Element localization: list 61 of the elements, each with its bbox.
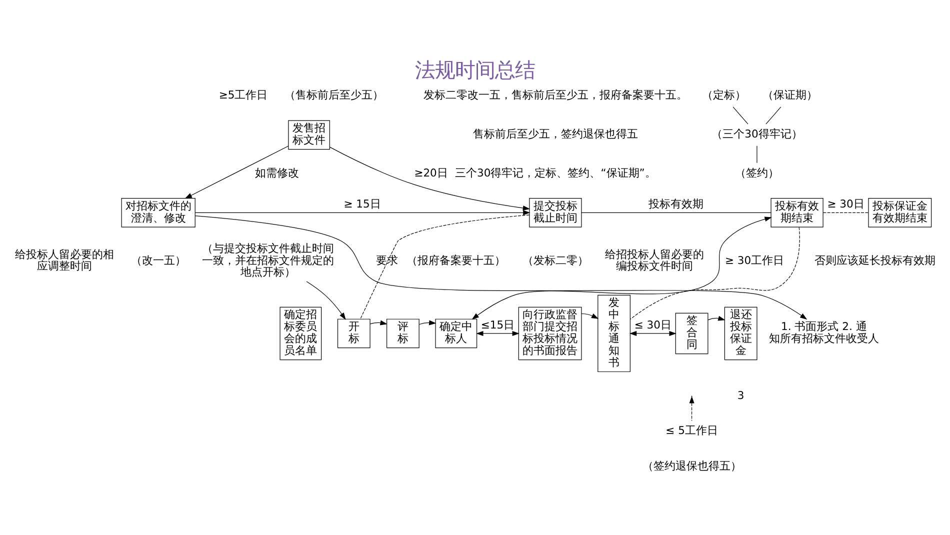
connector	[630, 226, 800, 320]
arrow	[184, 145, 289, 198]
node-text: （保证期）	[762, 88, 818, 102]
arrow	[472, 216, 772, 320]
arrow	[194, 215, 808, 320]
node-text: ≤ 5工作日	[666, 424, 718, 437]
node-box: 签合同	[675, 312, 708, 354]
label: （签约退保也得五）	[642, 458, 742, 472]
node-box: 退还投标保证金	[724, 306, 758, 360]
connector	[732, 106, 748, 124]
node-box: 投标有效期结束	[770, 198, 824, 227]
label: 给投标人留必要的相应调整时间	[14, 247, 114, 272]
node-box: 发售招标文件	[288, 120, 330, 150]
connector	[360, 214, 530, 319]
label: （发标二零）	[522, 253, 588, 266]
node-box: 确定招标委员会的成员名单	[280, 306, 322, 360]
node-text: （签约）	[734, 166, 779, 179]
label: 售标前后至少五，签约退保也得五	[472, 127, 638, 140]
arrow	[708, 315, 726, 320]
diagram-title: 法规时间总结	[415, 58, 535, 82]
edge-label: ≥ 30日	[827, 197, 864, 210]
node-text: （与提交投标文件截止时间一致，并在招标文件规定的地点开标）	[202, 241, 334, 278]
node-text: （定标）	[702, 88, 746, 102]
node-box: 投标保证金有效期结束	[868, 198, 932, 227]
arrow	[629, 330, 676, 336]
arrow	[476, 330, 520, 336]
edge-label: ≤ 30日	[634, 318, 672, 331]
label: 给招投标人留必要的编投标文件时间	[605, 247, 704, 272]
node-box: 提交投标截止时间	[529, 198, 582, 227]
edge-label: ≤15日	[480, 318, 515, 331]
node-box: 确定中标人	[435, 318, 478, 348]
label: 发标二零改一五，售标前后至少五，报府备案要十五。	[423, 88, 688, 102]
label: 三个30得牢记，定标、签约、“保证期”。	[455, 166, 656, 179]
connector	[766, 106, 782, 124]
arrow	[689, 396, 694, 421]
edge-label: ≥ 15日	[344, 197, 381, 210]
node-box: 发中标通知书	[598, 294, 630, 372]
label: （改一五）	[130, 253, 186, 266]
arrow	[306, 280, 346, 320]
node-text: （三个30得牢记）	[712, 127, 802, 140]
connector	[756, 145, 758, 163]
arrow	[370, 320, 388, 325]
arrow	[194, 210, 530, 215]
node-box: 评标	[386, 318, 420, 348]
label: （售标前后至少五）	[284, 88, 384, 102]
node-box: 对招标文件的澄清、修改	[121, 198, 196, 227]
arrow	[330, 146, 530, 210]
edge-label: ≥ 30工作日	[725, 253, 784, 266]
edge-label: 要求	[376, 253, 398, 266]
node-text: 1. 书面形式 2. 通知所有招标文件收受人	[768, 320, 879, 345]
label: ≥5工作日	[218, 88, 268, 102]
node-box: 向行政监督部门提交招标投标情况的书面报告	[518, 306, 582, 360]
arrow	[418, 320, 436, 325]
node-box: 开标	[337, 318, 370, 348]
label: （报府备案要十五）	[406, 253, 506, 266]
edge-label: 投标有效期	[648, 197, 704, 210]
arrow	[581, 312, 599, 318]
edge-label: 如需修改	[255, 166, 300, 179]
label: 3	[737, 388, 744, 402]
label: 否则应该延长投标有效期	[814, 253, 936, 266]
edge-label: ≥20日	[414, 166, 448, 179]
